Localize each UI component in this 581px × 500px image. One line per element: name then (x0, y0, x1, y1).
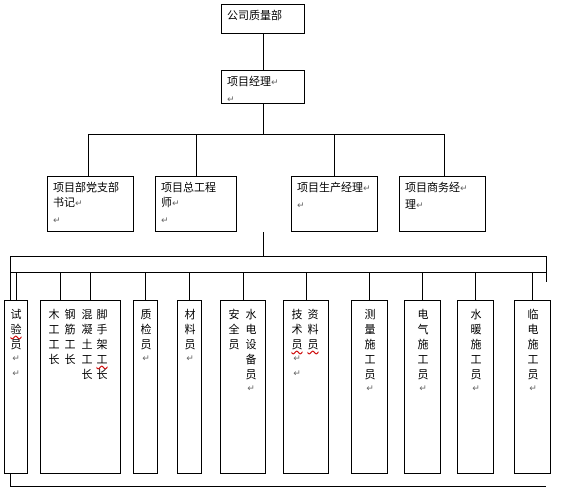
connector-level2-down (263, 232, 264, 256)
commercial-manager-label-1: 项目商务经 (405, 181, 460, 194)
electrical-box: 电 气 施 工 员 ↵ (404, 300, 441, 474)
commercial-manager-label-2: 理 (405, 198, 416, 211)
lab-tester-box: 试 验 员 ↵ ↵ (4, 300, 28, 474)
chief-engineer-label-2: 师 (161, 196, 172, 209)
commercial-manager-box: 项目商务经↵ 理↵ (399, 176, 486, 232)
production-manager-box: 项目生产经理↵ ↵ (291, 176, 378, 232)
temp-power-label: 临 电 施 工 员 ↵ (527, 308, 539, 394)
drop-party (88, 134, 89, 176)
drop-chief (196, 134, 197, 176)
drop-production (334, 134, 335, 176)
qc-inspector-label: 质 检 员 ↵ (140, 308, 152, 364)
rebar-foreman-label: 钢 筋 工 长 (64, 308, 76, 366)
bus-bottom-base (10, 486, 546, 487)
mech-equipment-label: 水 电 设 备 员 ↵ (245, 308, 257, 394)
drop-lab-tester (16, 272, 17, 300)
drop-safety (243, 272, 244, 300)
connector-pm-down (263, 104, 264, 134)
survey-label: 测 量 施 工 员 ↵ (364, 308, 376, 394)
party-secretary-label-1: 项目部党支部 (53, 181, 119, 194)
drop-foremen-2 (90, 272, 91, 300)
party-secretary-box: 项目部党支部 书记↵ ↵ (47, 176, 134, 232)
party-secretary-label-2: 书记 (53, 196, 75, 209)
drop-hvac (475, 272, 476, 300)
drop-survey (369, 272, 370, 300)
chief-engineer-label-1: 项目总工程 (161, 181, 216, 194)
production-manager-label: 项目生产经理 (297, 181, 363, 194)
hvac-label: 水 暖 施 工 员 ↵ (470, 308, 482, 394)
qc-inspector-box: 质 检 员 ↵ (133, 300, 158, 474)
concrete-foreman-label: 混 凝 土 工 长 (81, 308, 93, 381)
safety-equipment-box: 安 全 员 水 电 设 备 员 ↵ (220, 300, 266, 474)
electrical-label: 电 气 施 工 员 ↵ (417, 308, 429, 394)
survey-box: 测 量 施 工 员 ↵ (351, 300, 388, 474)
wood-foreman-label: 木 工 工 长 (48, 308, 60, 366)
foremen-box: 木 工 工 长 钢 筋 工 长 混 凝 土 工 长 脚 手 架 工 长 (40, 300, 121, 474)
technician-label: 技 术 员 ↵ ↵ (291, 308, 303, 379)
company-qa-box: 公司质量部 (221, 4, 305, 34)
project-manager-box: 项目经理↵ ↵ (221, 70, 305, 105)
scaffold-foreman-label: 脚 手 架 工 长 (96, 308, 108, 381)
drop-tech (306, 272, 307, 300)
bus-bottom-mid (10, 272, 546, 273)
safety-officer-label: 安 全 员 (228, 308, 240, 351)
bus-right-edge (546, 256, 547, 282)
bus-level2 (88, 134, 444, 135)
technician-data-box: 技 术 员 ↵ ↵ 资 料 员 (283, 300, 329, 474)
drop-qc (145, 272, 146, 300)
project-manager-label: 项目经理 (227, 75, 271, 88)
drop-material (189, 272, 190, 300)
drop-temp-power (532, 272, 533, 300)
bus-bottom-top (10, 256, 546, 257)
company-qa-label: 公司质量部 (227, 9, 282, 22)
chief-engineer-box: 项目总工程 师↵ ↵ (155, 176, 237, 232)
material-clerk-label: 材 料 员 ↵ (184, 308, 196, 364)
drop-foremen-1 (60, 272, 61, 300)
hvac-box: 水 暖 施 工 员 ↵ (457, 300, 494, 474)
material-clerk-box: 材 料 员 ↵ (177, 300, 202, 474)
lab-tester-label: 试 验 员 ↵ ↵ (10, 308, 22, 379)
drop-electrical (422, 272, 423, 300)
temp-power-box: 临 电 施 工 员 ↵ (514, 300, 551, 474)
drop-commercial (444, 134, 445, 176)
connector-top (263, 34, 264, 70)
data-clerk-label: 资 料 员 (307, 308, 319, 351)
